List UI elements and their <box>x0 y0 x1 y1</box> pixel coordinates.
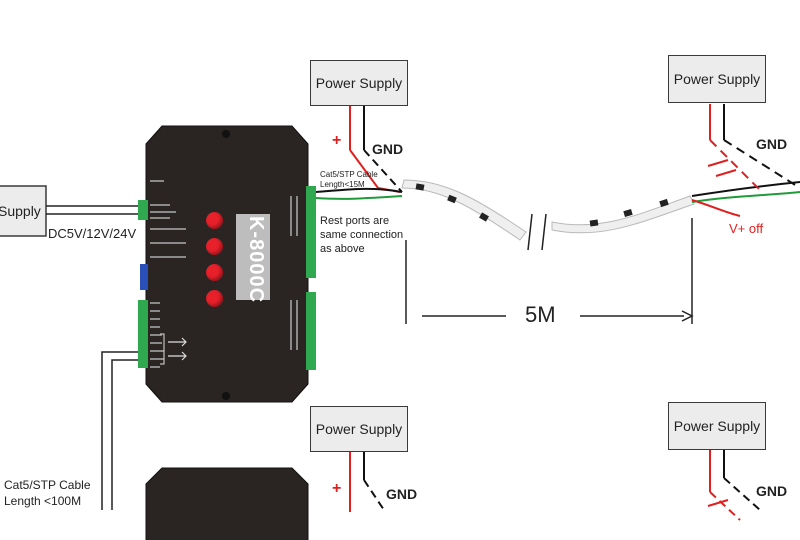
long-cable-wire-1 <box>101 351 138 510</box>
input-voltage-label: DC5V/12V/24V <box>48 226 137 241</box>
gnd-label-top-center: GND <box>372 141 404 157</box>
controller-screen <box>236 214 270 300</box>
led-chips-segment-2 <box>589 198 669 227</box>
psu-bottom-center-black-dashed <box>363 479 385 511</box>
end-cable-green <box>691 191 800 203</box>
psu-right-red-dashed <box>709 139 761 191</box>
controller-body-second <box>145 467 309 540</box>
mount-hole-top <box>222 130 230 138</box>
plus-label-bottom-center: + <box>332 480 342 497</box>
dimension-arrow-right <box>681 310 694 322</box>
short-cable-label-line1: Cat5/STP Cable <box>320 170 378 179</box>
long-cable-label-line1: Cat5/STP Cable <box>4 478 91 492</box>
gnd-label-bottom-right: GND <box>756 483 788 499</box>
controller-button-3 <box>206 264 223 281</box>
gnd-label-bottom-center: GND <box>386 486 418 502</box>
power-supply-bottom-right: Power Supply <box>668 402 766 450</box>
end-cable-black <box>691 181 800 197</box>
power-supply-left-label: Supply <box>0 203 41 219</box>
distance-label: 5M <box>525 302 556 327</box>
long-cable-label-line2: Length <100M <box>4 494 82 508</box>
rest-ports-label-line1: Rest ports are <box>320 215 390 227</box>
controller-body <box>145 125 309 403</box>
rest-ports-label-line2: same connection <box>320 229 404 241</box>
led-strip-segment-2 <box>551 195 695 234</box>
v-off-label: V+ off <box>729 221 764 236</box>
controller-button-1 <box>206 212 223 229</box>
terminal-ports-right-bottom <box>306 292 316 370</box>
data-cable-black <box>315 187 403 193</box>
controller-button-2 <box>206 238 223 255</box>
controller-button-4 <box>206 290 223 307</box>
led-strip-segment-1 <box>401 179 527 241</box>
long-cable-wire-2 <box>111 359 138 510</box>
psu-center-black-dashed <box>363 149 403 193</box>
short-cable-label-line2: Length<15M <box>320 180 365 189</box>
break-mark-right <box>541 213 547 251</box>
plus-label-top-center: + <box>332 132 342 149</box>
power-supply-top-center: Power Supply <box>310 60 408 106</box>
power-supply-top-right: Power Supply <box>668 55 766 103</box>
psu-right-off-cross-2 <box>715 169 737 177</box>
controller-model-label: K-8000C <box>245 215 268 304</box>
psu-bottom-right-black-dashed <box>723 477 761 511</box>
terminal-ports-right-top <box>306 186 316 278</box>
signal-arrow-1 <box>168 337 187 347</box>
led-chips-segment-1 <box>415 183 489 222</box>
signal-arrow-2 <box>168 351 187 361</box>
terminal-power-in <box>138 200 148 220</box>
psu-bottom-right-red-dashed <box>709 491 741 521</box>
break-mark-left <box>527 213 533 251</box>
psu-right-off-cross-1 <box>707 159 729 167</box>
mount-hole-bottom <box>222 392 230 400</box>
end-cable-red-off <box>691 199 741 217</box>
power-supply-bottom-center: Power Supply <box>310 406 408 452</box>
controller-fine-print <box>150 180 298 368</box>
terminal-blue <box>140 264 148 290</box>
signal-bracket <box>160 333 165 365</box>
terminal-signal-left <box>138 300 148 368</box>
rest-ports-label-line3: as above <box>320 243 365 255</box>
gnd-label-top-right: GND <box>756 136 788 152</box>
psu-bottom-right-off-cross <box>707 499 729 507</box>
data-cable-green <box>315 195 403 200</box>
power-supply-left-box <box>0 185 47 237</box>
